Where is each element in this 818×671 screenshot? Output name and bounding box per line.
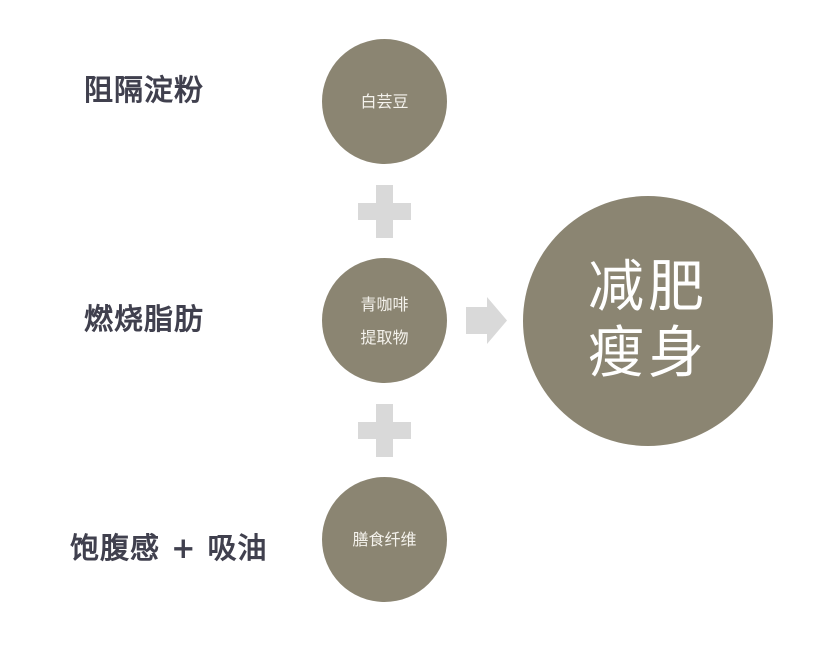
ingredient-text-line-1: 青咖啡 [360, 294, 409, 314]
arrow-right-icon [466, 297, 507, 344]
ingredient-circle-dietary-fiber: 膳食纤维 [322, 477, 447, 602]
result-text-line-2: 瘦身 [588, 321, 708, 386]
plus-icon [358, 185, 411, 238]
ingredient-text: 膳食纤维 [352, 530, 417, 549]
label-block-starch: 阻隔淀粉 [84, 73, 205, 107]
result-circle-weight-loss: 减肥 瘦身 [523, 196, 773, 446]
plus-icon [358, 404, 411, 457]
ingredient-circle-green-coffee-extract: 青咖啡 提取物 [322, 258, 447, 383]
ingredient-circle-white-kidney-bean: 白芸豆 [322, 39, 447, 164]
ingredient-text: 白芸豆 [360, 92, 409, 111]
label-satiety-oil-absorption: 饱腹感 + 吸油 [70, 531, 268, 565]
result-text-line-1: 减肥 [588, 255, 708, 320]
ingredient-text-line-2: 提取物 [360, 327, 409, 347]
label-burn-fat: 燃烧脂肪 [84, 302, 205, 336]
